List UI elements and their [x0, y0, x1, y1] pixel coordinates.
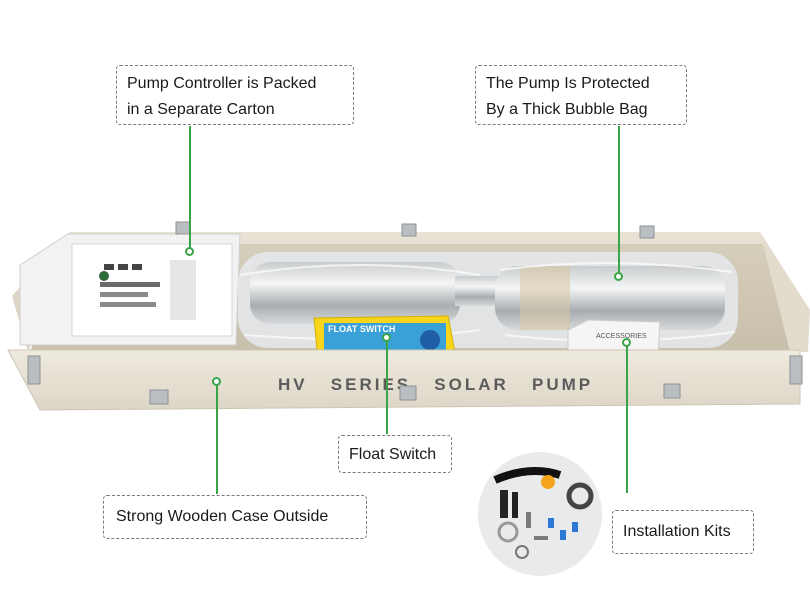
bubble-bag-callout-line-1: The Pump Is Protected	[486, 75, 650, 92]
accessories-box-title: ACCESSORIES	[596, 333, 647, 340]
controller-callout: Pump Controller is Packed in a Separate …	[116, 65, 354, 125]
controller-callout-line-2: in a Separate Carton	[127, 101, 275, 118]
float-switch-callout-label: Float Switch	[349, 446, 437, 463]
wooden-case-callout-label: Strong Wooden Case Outside	[116, 508, 329, 525]
wooden-case-callout: Strong Wooden Case Outside	[103, 495, 367, 539]
float-switch-callout: Float Switch	[338, 435, 452, 473]
pump-in-bubble-bag	[238, 252, 738, 348]
wooden-case-pointer-dot	[212, 377, 221, 386]
bubble-bag-leader-line	[618, 126, 620, 276]
float-switch-box-title: FLOAT SWITCH	[328, 324, 395, 334]
controller-leader-line	[189, 126, 191, 252]
controller-pointer-dot	[185, 247, 194, 256]
controller-callout-line-1: Pump Controller is Packed	[127, 75, 317, 92]
wooden-case-front: HV SERIES SOLAR PUMP	[7, 221, 803, 411]
installation-kits-leader-line	[626, 343, 628, 493]
installation-kits-callout: Installation Kits	[612, 510, 754, 554]
float-switch-pointer-dot	[382, 333, 391, 342]
installation-kits-pointer-dot	[622, 338, 631, 347]
wooden-case-leader-line	[216, 382, 218, 494]
float-switch-leader-line	[386, 338, 388, 434]
installation-kit-image	[478, 452, 602, 576]
bubble-bag-callout-line-2: By a Thick Bubble Bag	[486, 101, 648, 118]
controller-carton	[19, 233, 241, 346]
case-label: HV SERIES SOLAR PUMP	[278, 375, 593, 394]
installation-kits-callout-label: Installation Kits	[623, 523, 731, 540]
bubble-bag-callout: The Pump Is Protected By a Thick Bubble …	[475, 65, 687, 125]
bubble-bag-pointer-dot	[614, 272, 623, 281]
